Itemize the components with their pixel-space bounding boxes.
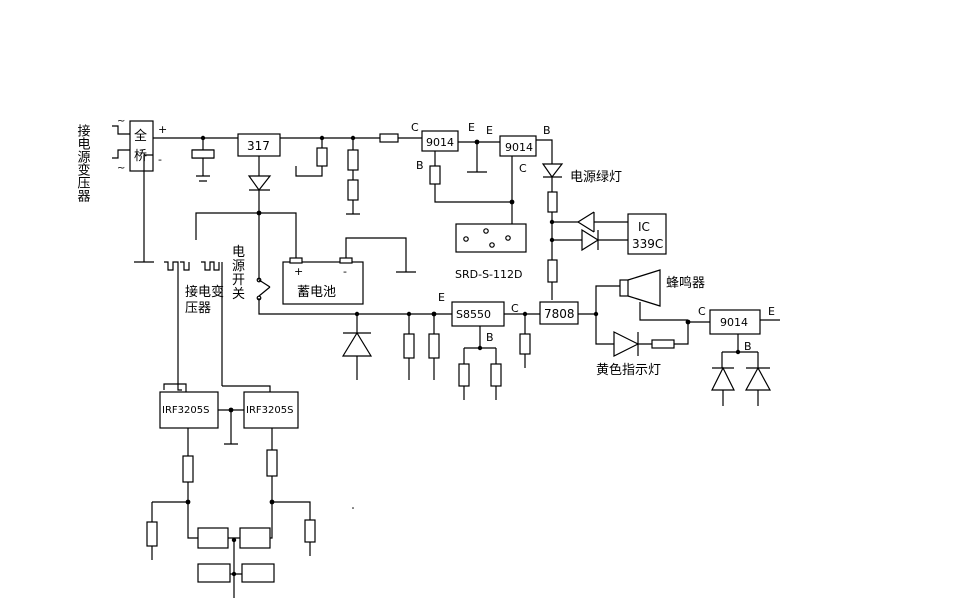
resistor [458,363,470,387]
resistor [547,259,558,283]
svg-text:桥: 桥 [134,149,147,164]
input-transformer-label: 接电源变压器 [75,123,91,203]
svg-text:C: C [519,162,527,175]
resistor [146,521,158,547]
svg-text:C: C [511,302,519,315]
svg-text:+: + [158,123,167,136]
svg-text:关: 关 [232,287,245,302]
svg-text:E: E [438,291,445,304]
svg-text:蓄电池: 蓄电池 [297,285,336,300]
buzzer: 蜂鸣器 [619,269,705,307]
mosfet-1: IRF3205S [159,391,219,429]
power-switch: 电 源 开 关 [232,245,271,302]
transistor-9014-c: 9014 [709,309,761,335]
resistor [403,333,415,359]
svg-text:C: C [411,121,419,134]
svg-text:-: - [343,265,347,278]
svg-text:9014: 9014 [720,316,748,329]
resistor [547,191,558,213]
output-pad [241,563,275,583]
relay-srd: SRD-S-112D [455,223,527,281]
transistor-s8550: S8550 [451,301,505,327]
svg-text:C: C [698,305,706,318]
diode-bottom-1 [711,366,735,406]
svg-text:源: 源 [232,259,245,274]
svg-text:9014: 9014 [426,136,454,149]
filter-capacitor [191,135,215,182]
svg-text:接电变: 接电变 [185,284,224,300]
output-pad [197,527,229,549]
svg-text:7808: 7808 [544,307,575,321]
resistor [182,455,194,483]
svg-text:开: 开 [232,273,245,288]
svg-text:电: 电 [232,245,245,260]
resistor [316,147,328,167]
transistor-9014-b: 9014 [499,135,537,157]
resistor [429,165,441,185]
bridge-rectifier: 全 桥 ~ ~ + - [112,116,167,174]
resistor [347,149,359,171]
svg-text:IRF3205S: IRF3205S [246,405,293,416]
svg-text:IC: IC [638,220,650,234]
output-pad [197,563,231,583]
svg-text:接电源变压器: 接电源变压器 [75,123,91,203]
diode-317 [247,175,272,192]
svg-text:IRF3205S: IRF3205S [162,405,209,416]
transistor-9014-a: 9014 [421,130,459,152]
mosfet-2: IRF3205S [243,391,299,429]
svg-text:B: B [416,159,424,172]
resistor [428,333,440,359]
regulator-7808: 7808 [539,301,579,325]
diode-vertical [341,314,373,380]
svg-text:蜂鸣器: 蜂鸣器 [666,275,705,291]
svg-text:SRD-S-112D: SRD-S-112D [455,268,522,281]
diode-ic-1 [576,211,595,233]
output-pad [239,527,271,549]
resistor [519,333,531,355]
svg-text:E: E [486,124,493,137]
resistor [490,363,502,387]
svg-text:E: E [468,121,475,134]
green-led: 电源绿灯 [541,163,622,185]
resistor [651,339,675,349]
diode-bottom-2 [744,366,772,406]
svg-text:B: B [486,331,494,344]
svg-text:+: + [294,265,303,278]
resistor [266,449,278,477]
svg-text:黄色指示灯: 黄色指示灯 [596,362,661,378]
ic-339c: IC 339C [627,213,667,255]
resistor [347,179,359,201]
svg-text:全: 全 [134,128,147,144]
svg-text:~: ~ [117,163,125,174]
svg-text:339C: 339C [632,237,663,251]
battery: + - 蓄电池 [282,257,364,305]
svg-text:B: B [543,124,551,137]
svg-text:9014: 9014 [505,141,533,154]
svg-text:-: - [158,153,162,166]
secondary-transformer: 接电变 压器 [164,261,224,391]
svg-text:电源绿灯: 电源绿灯 [570,170,622,185]
resistor [304,519,316,543]
yellow-led: 黄色指示灯 [596,331,661,378]
svg-text:317: 317 [247,139,270,153]
svg-text:压器: 压器 [185,301,211,316]
diode-ic-2 [581,228,600,252]
svg-text:E: E [768,305,775,318]
svg-text:B: B [744,340,752,353]
regulator-317: 317 [237,133,281,157]
svg-text:S8550: S8550 [456,308,491,321]
svg-text:~: ~ [117,116,125,127]
resistor [379,133,399,143]
ground-wire [134,154,154,263]
